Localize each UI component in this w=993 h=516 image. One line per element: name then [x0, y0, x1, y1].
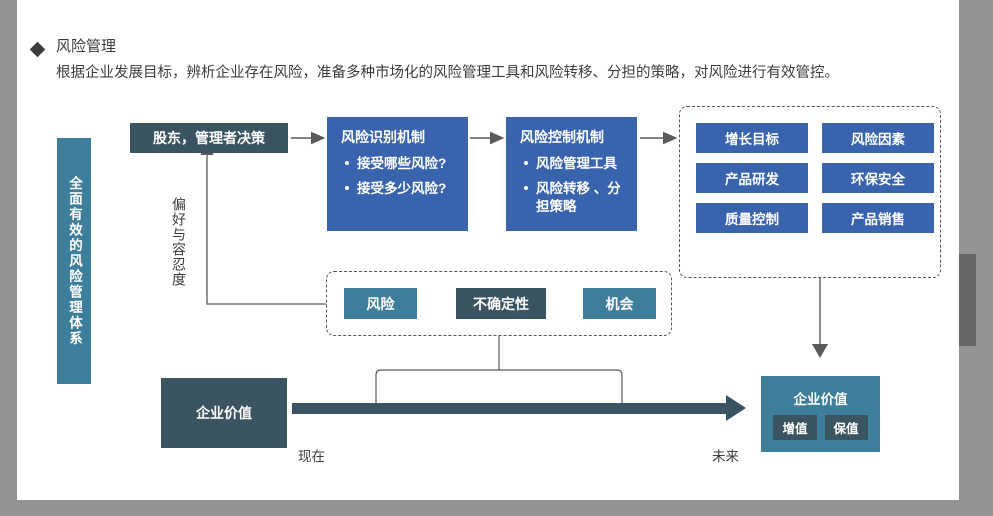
process-box-risk-identification[interactable]: 风险识别机制 接受哪些风险? 接受多少风险?	[327, 117, 468, 231]
process-2-title: 风险控制机制	[520, 129, 604, 145]
list-item: 接受哪些风险?	[345, 155, 454, 173]
objective-chip-5[interactable]: 质量控制	[696, 203, 808, 233]
timeline-arrow-head-icon	[726, 395, 746, 421]
mid-chip-opportunity[interactable]: 机会	[583, 288, 656, 319]
process-1-bullets: 接受哪些风险? 接受多少风险?	[341, 155, 454, 198]
objective-chip-4[interactable]: 环保安全	[822, 163, 934, 193]
process-box-risk-control[interactable]: 风险控制机制 风险管理工具 风险转移 、分担策略	[506, 117, 637, 231]
objective-chip-1[interactable]: 增长目标	[696, 123, 808, 153]
objective-chip-2[interactable]: 风险因素	[822, 123, 934, 153]
process-2-bullets: 风险管理工具 风险转移 、分担策略	[520, 155, 623, 217]
framework-spine-label: 全面有效的风险管理体系	[57, 138, 91, 384]
vertical-scrollbar-thumb[interactable]	[959, 254, 976, 346]
process-1-title: 风险识别机制	[341, 129, 425, 145]
objectives-group-container	[679, 106, 941, 278]
objective-chip-3[interactable]: 产品研发	[696, 163, 808, 193]
mid-chip-risk[interactable]: 风险	[344, 288, 417, 319]
vertical-scrollbar-track[interactable]	[959, 0, 976, 500]
future-pill-preservation[interactable]: 保值	[824, 415, 868, 440]
diamond-bullet-icon	[29, 41, 46, 58]
future-box-pills: 增值 保值	[773, 415, 868, 440]
future-pill-appreciation[interactable]: 增值	[773, 415, 817, 440]
mid-chip-uncertainty[interactable]: 不确定性	[456, 288, 546, 319]
page-title: 风险管理	[56, 38, 117, 55]
enterprise-value-future-box[interactable]: 企业价值 增值 保值	[761, 376, 880, 452]
timeline-label-present: 现在	[298, 449, 325, 464]
decision-box[interactable]: 股东，管理者决策	[130, 123, 288, 153]
list-item: 风险管理工具	[524, 155, 623, 173]
timeline-label-future: 未来	[712, 449, 739, 464]
list-item: 风险转移 、分担策略	[524, 180, 623, 216]
future-box-title: 企业价值	[793, 392, 848, 407]
feedback-loop-label: 偏好与容忍度	[171, 197, 187, 287]
header-block: 风险管理 根据企业发展目标，辨析企业存在风险，准备多种市场化的风险管理工具和风险…	[29, 38, 932, 84]
objective-chip-6[interactable]: 产品销售	[822, 203, 934, 233]
list-item: 接受多少风险?	[345, 180, 454, 198]
enterprise-value-present-box[interactable]: 企业价值	[161, 378, 287, 448]
timeline-arrow-bar	[292, 403, 730, 414]
risk-uncertainty-opportunity-container	[326, 271, 672, 336]
page-subtitle: 根据企业发展目标，辨析企业存在风险，准备多种市场化的风险管理工具和风险转移、分担…	[56, 65, 839, 81]
